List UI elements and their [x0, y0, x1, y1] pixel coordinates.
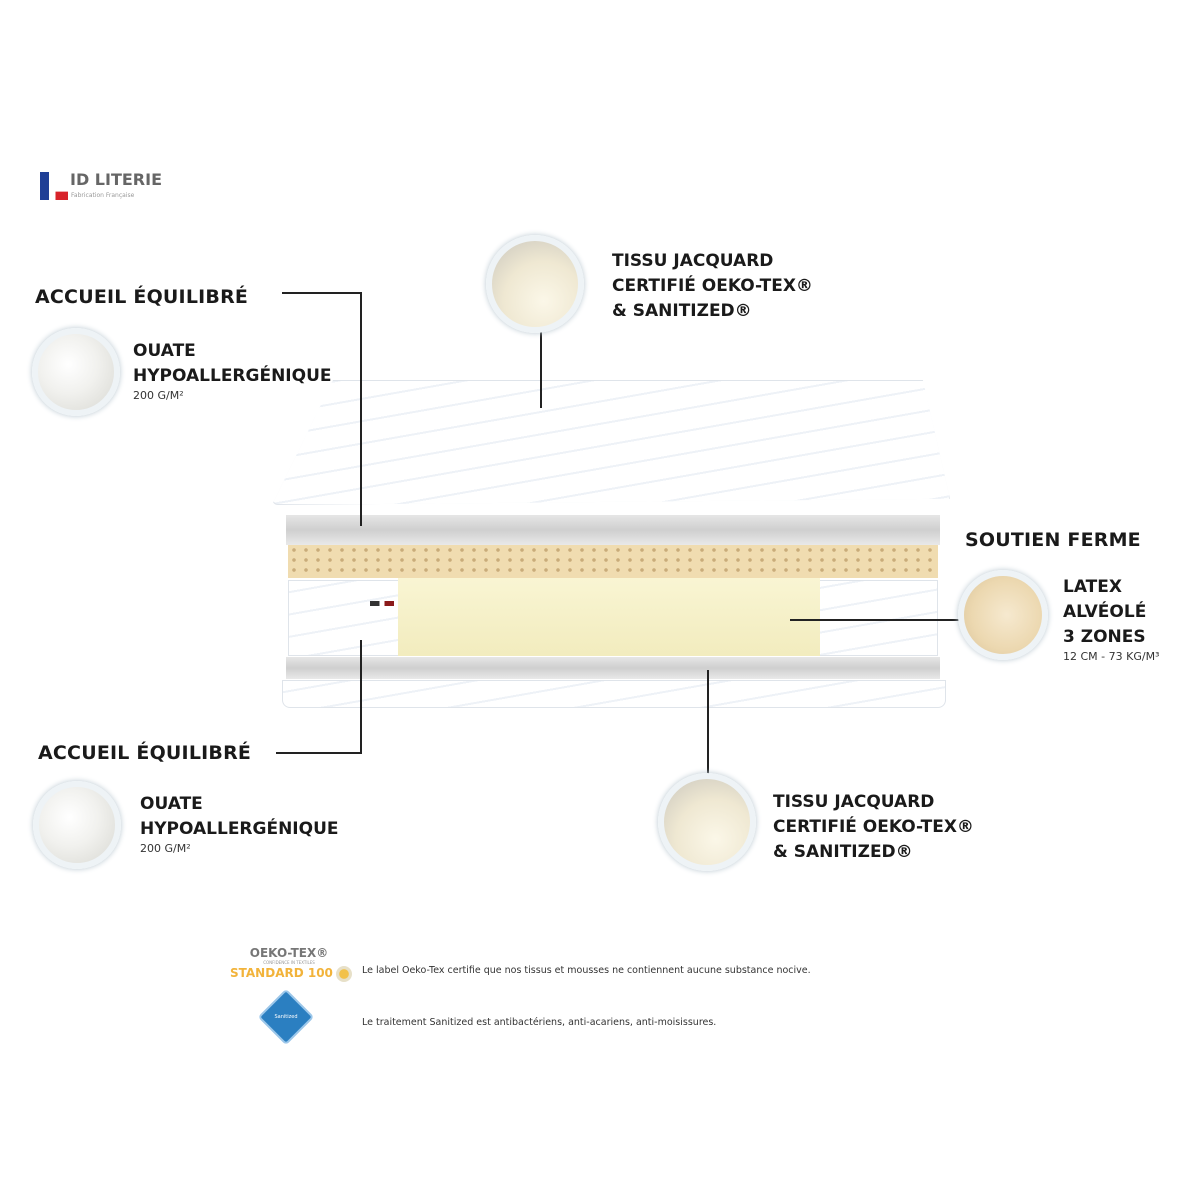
oekotex-logo: OEKO-TEX® CONFIDENCE IN TEXTILES STANDAR…: [230, 946, 352, 990]
leader-line: [360, 640, 362, 754]
leader-line: [790, 619, 960, 621]
oekotex-note: Le label Oeko-Tex certifie que nos tissu…: [362, 965, 811, 976]
callout-top-fabric: TISSU JACQUARD CERTIFIÉ OEKO-TEX® & SANI…: [612, 249, 813, 324]
brand-tagline: Fabrication Française: [71, 192, 135, 199]
callout-line: HYPOALLERGÉNIQUE: [133, 366, 332, 386]
callout-heading: ACCUEIL ÉQUILIBRÉ: [35, 286, 249, 308]
latex-layer: [288, 545, 938, 578]
callout-line: TISSU JACQUARD: [773, 792, 935, 812]
callout-core: LATEX ALVÉOLÉ 3 ZONES 12 CM - 73 KG/M³: [1063, 575, 1159, 663]
bottom-quilted-panel: [282, 680, 946, 708]
callout-top-comfort: OUATE HYPOALLERGÉNIQUE 200 G/M²: [133, 339, 332, 402]
fabric-swatch-icon: [486, 235, 584, 333]
sanitized-logo-text: Sanitized: [274, 1014, 298, 1020]
callout-bottom-fabric: TISSU JACQUARD CERTIFIÉ OEKO-TEX® & SANI…: [773, 790, 974, 865]
brand-name: ID LITERIE: [70, 170, 162, 189]
flag-icon: [40, 172, 68, 200]
oekotex-logo-top: OEKO-TEX®: [249, 946, 329, 960]
callout-heading: ACCUEIL ÉQUILIBRÉ: [38, 742, 252, 764]
leader-line: [276, 752, 362, 754]
bottom-wadding-layer: [286, 657, 940, 679]
callout-line: OUATE: [140, 794, 203, 814]
leader-line: [540, 330, 542, 408]
oekotex-logo-mid: CONFIDENCE IN TEXTILES: [263, 960, 315, 965]
cotton-wadding-icon: [33, 781, 121, 869]
leader-line: [707, 670, 709, 776]
latex-roll-icon: [958, 570, 1048, 660]
top-quilted-panel: [272, 380, 950, 505]
callout-line: TISSU JACQUARD: [612, 251, 774, 271]
sun-icon: [336, 966, 352, 982]
sanitized-logo: Sanitized: [257, 988, 315, 1046]
brand-logo: ID LITERIE Fabrication Française: [40, 170, 180, 204]
leader-line: [360, 292, 362, 526]
callout-bottom-comfort: OUATE HYPOALLERGÉNIQUE 200 G/M²: [140, 792, 339, 855]
cotton-wadding-icon: [32, 328, 120, 416]
callout-heading: SOUTIEN FERME: [965, 529, 1141, 551]
callout-line: & SANITIZED®: [773, 842, 913, 862]
fabric-swatch-icon: [658, 773, 756, 871]
callout-line: HYPOALLERGÉNIQUE: [140, 819, 339, 839]
callout-spec: 200 G/M²: [133, 389, 184, 402]
callout-line: LATEX: [1063, 577, 1122, 597]
callout-line: CERTIFIÉ OEKO-TEX®: [612, 276, 813, 296]
sanitized-note: Le traitement Sanitized est antibactérie…: [362, 1017, 717, 1028]
callout-line: CERTIFIÉ OEKO-TEX®: [773, 817, 974, 837]
leader-line: [282, 292, 362, 294]
oekotex-logo-bottom: STANDARD 100: [230, 966, 333, 980]
callout-line: ALVÉOLÉ: [1063, 602, 1147, 622]
callout-spec: 200 G/M²: [140, 842, 191, 855]
core-foam: [398, 578, 820, 656]
callout-line: 3 ZONES: [1063, 627, 1146, 647]
callout-spec: 12 CM - 73 KG/M³: [1063, 650, 1160, 663]
callout-line: & SANITIZED®: [612, 301, 752, 321]
callout-line: OUATE: [133, 341, 196, 361]
top-wadding-layer: [286, 515, 940, 545]
label-tag: [370, 601, 394, 606]
